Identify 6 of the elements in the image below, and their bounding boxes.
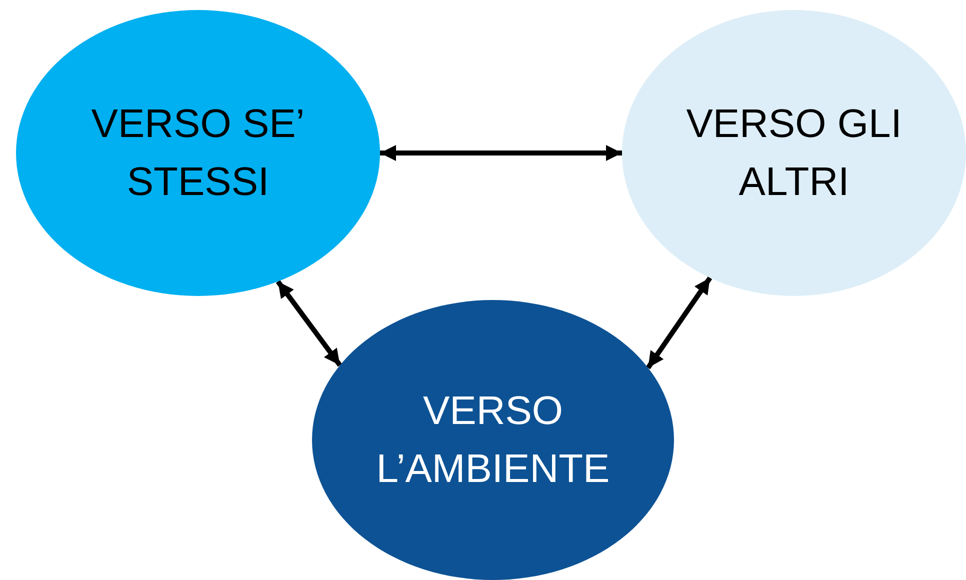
double-arrow	[646, 276, 712, 370]
node-label: VERSO L’AMBIENTE	[375, 388, 611, 493]
double-arrow	[380, 145, 622, 161]
node-label: VERSO SE’ STESSI	[90, 101, 306, 206]
double-arrow	[276, 280, 342, 367]
node-label: VERSO GLI ALTRI	[685, 101, 903, 206]
